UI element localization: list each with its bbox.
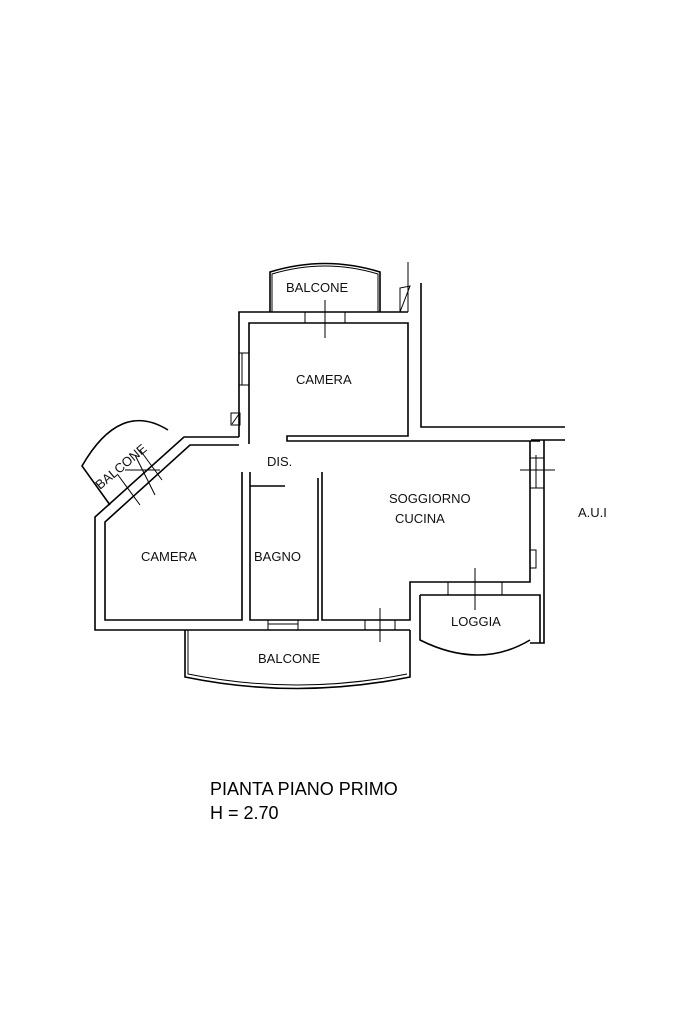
- label-balcone-top: BALCONE: [286, 280, 348, 295]
- label-balcone-bottom: BALCONE: [258, 651, 320, 666]
- balcony-top-outline: [269, 262, 381, 312]
- label-bagno: BAGNO: [254, 549, 301, 564]
- label-loggia: LOGGIA: [451, 614, 501, 629]
- label-soggiorno: SOGGIORNO: [389, 491, 471, 506]
- label-camera-top: CAMERA: [296, 372, 352, 387]
- loggia-outline: [419, 594, 541, 656]
- balcony-left-outline: [81, 419, 169, 506]
- wall-adjacent: [420, 283, 565, 428]
- label-cucina: CUCINA: [395, 511, 445, 526]
- wall-camera-top-outer: [238, 311, 408, 437]
- plan-caption: PIANTA PIANO PRIMO H = 2.70: [210, 777, 398, 825]
- plan-title: PIANTA PIANO PRIMO: [210, 779, 398, 799]
- label-balcone-left: BALCONE: [92, 441, 149, 493]
- label-aui: A.U.I: [578, 505, 607, 520]
- label-camera-left: CAMERA: [141, 549, 197, 564]
- plan-height: H = 2.70: [210, 803, 279, 823]
- label-dis: DIS.: [267, 454, 292, 469]
- balcony-bottom-outline: [184, 630, 411, 690]
- wall-camera-top-inner: [248, 322, 540, 442]
